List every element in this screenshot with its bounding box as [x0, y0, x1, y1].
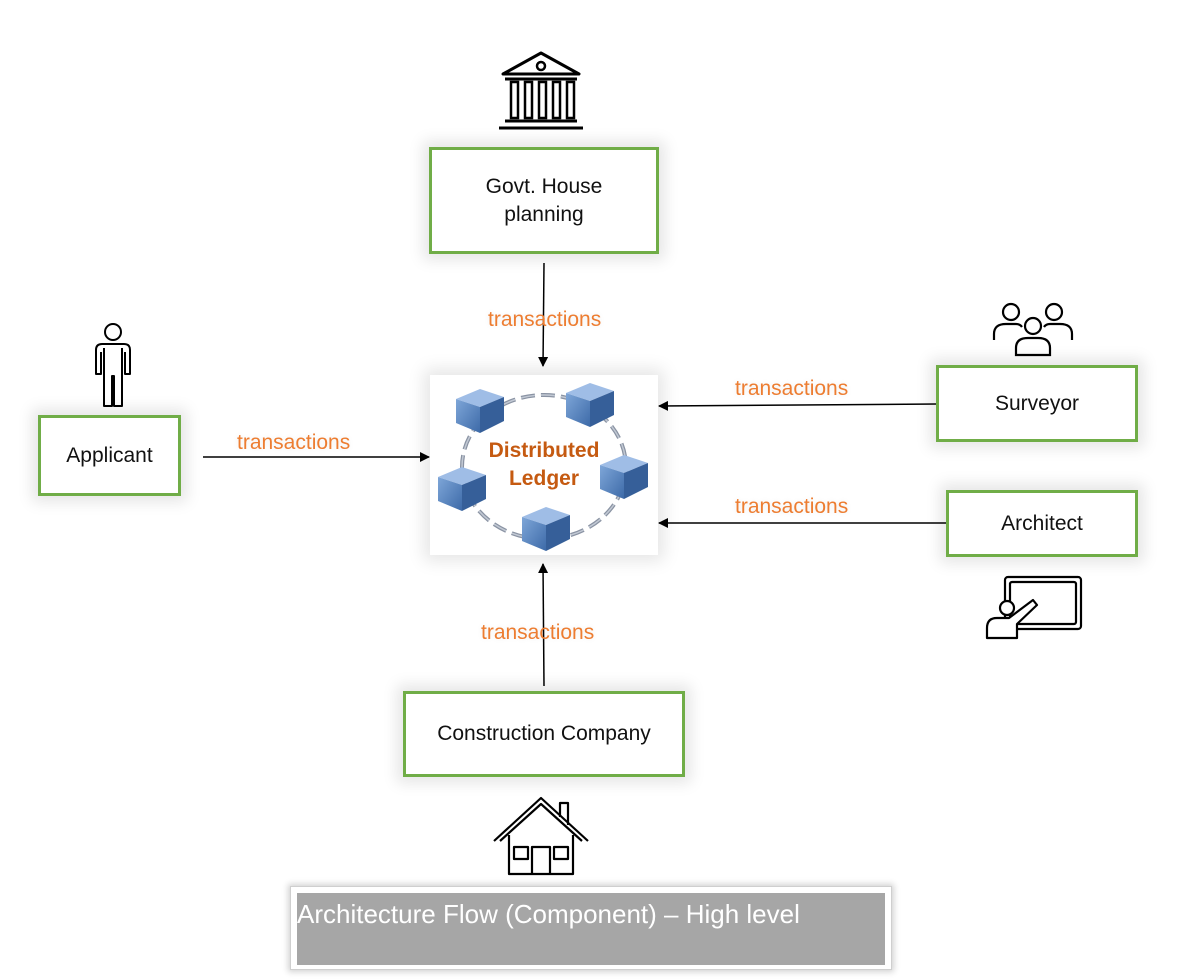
govt-house-planning-node: Govt. House planning — [429, 147, 659, 254]
arrow-construction-to-ledger — [538, 563, 549, 687]
arrow-govt-to-ledger — [538, 262, 549, 367]
arrow-surveyor-to-ledger — [658, 400, 938, 411]
applicant-node: Applicant — [38, 415, 181, 496]
govt-house-planning-label: Govt. House planning — [485, 174, 603, 226]
presenter-board-icon — [985, 575, 1083, 640]
architect-label: Architect — [1001, 511, 1083, 535]
architect-node: Architect — [946, 490, 1138, 557]
government-building-icon — [499, 51, 583, 130]
house-icon — [493, 796, 589, 876]
diagram-caption: Architecture Flow (Component) – High lev… — [297, 893, 885, 965]
group-icon — [992, 302, 1074, 357]
edge-label-applicant: transactions — [237, 431, 351, 454]
surveyor-label: Surveyor — [994, 391, 1080, 415]
person-icon — [95, 323, 131, 407]
edge-label-architect: transactions — [735, 495, 849, 518]
edge-label-surveyor: transactions — [735, 377, 849, 400]
caption-box: Architecture Flow (Component) – High lev… — [290, 886, 892, 970]
edge-label-construction: transactions — [481, 621, 595, 644]
blockchain-icon — [438, 383, 648, 551]
construction-company-node: Construction Company — [403, 691, 685, 777]
construction-company-label: Construction Company — [437, 722, 651, 745]
edge-label-govt: transactions — [488, 308, 602, 331]
surveyor-node: Surveyor — [936, 365, 1138, 442]
applicant-label: Applicant — [66, 443, 153, 467]
distributed-ledger-label: Distributed Ledger — [488, 439, 600, 490]
distributed-ledger-node: Distributed Ledger — [430, 375, 658, 555]
